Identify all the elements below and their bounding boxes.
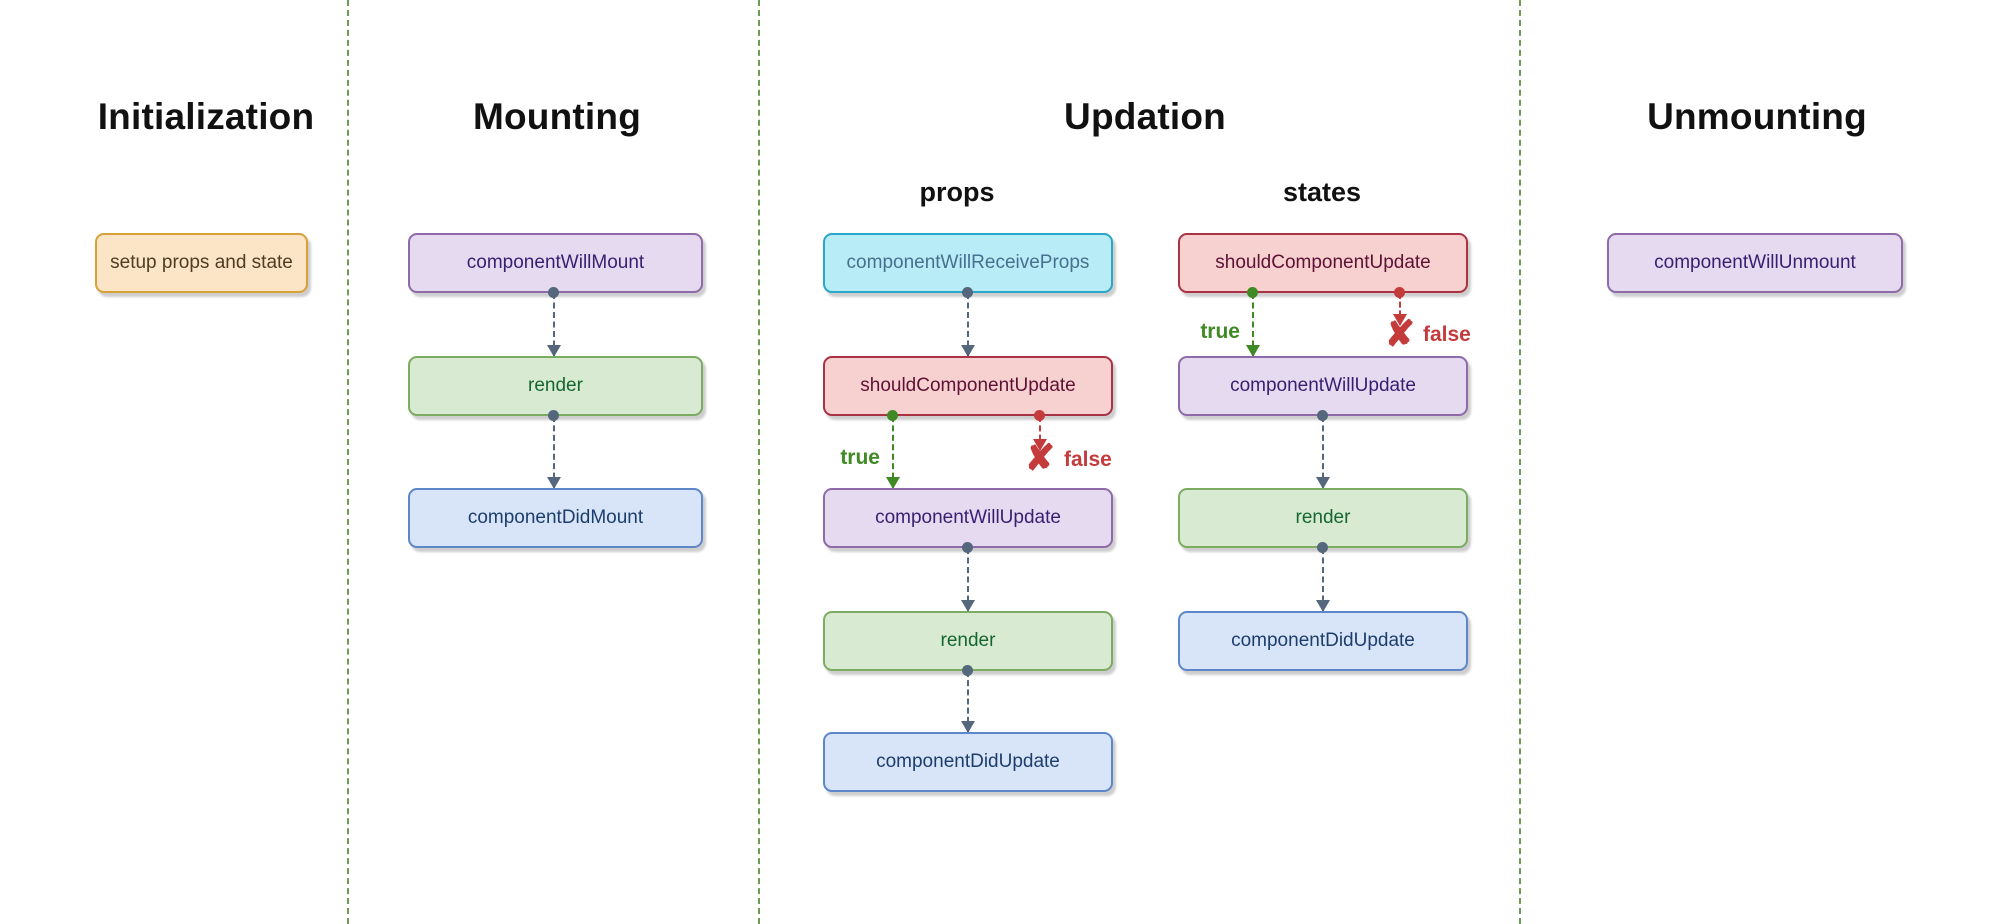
arrow-dot <box>1394 287 1405 298</box>
arrow-head <box>547 477 561 489</box>
node-label: componentWillUpdate <box>1230 375 1416 396</box>
node-shouldComponentUpdate-states: shouldComponentUpdate <box>1178 233 1468 293</box>
node-componentWillReceiveProps: componentWillReceiveProps <box>823 233 1113 293</box>
node-label: componentDidMount <box>467 507 644 528</box>
arrow-head <box>1033 439 1047 451</box>
arrow-head <box>1246 345 1260 357</box>
node-label: componentWillMount <box>466 252 645 273</box>
arrow-dot <box>548 410 559 421</box>
phase-title-mounting: Mounting <box>472 96 642 137</box>
node-label: componentWillUnmount <box>1654 252 1856 273</box>
node-label: componentWillUpdate <box>875 507 1061 528</box>
phase-title-updation: Updation <box>1064 96 1226 137</box>
arrow-head <box>961 600 975 612</box>
arrow-dot <box>887 410 898 421</box>
node-label: render <box>1295 507 1351 528</box>
node-setup-props-and-state: setup props and state <box>95 233 308 293</box>
arrow-render-to-componentDidUpdate-states <box>1316 542 1330 612</box>
node-componentDidUpdate-props: componentDidUpdate <box>823 732 1113 792</box>
branch-label-false-props: false <box>1064 448 1112 471</box>
arrow-head <box>1316 600 1330 612</box>
node-label: render <box>528 375 583 396</box>
arrow-dot <box>962 665 973 676</box>
node-label: componentWillReceiveProps <box>846 252 1090 273</box>
arrow-head <box>886 477 900 489</box>
arrow-true-branch-states <box>1246 287 1260 357</box>
false-x-icon: ✘ <box>1024 437 1056 478</box>
node-componentWillUnmount: componentWillUnmount <box>1607 233 1903 293</box>
node-componentWillUpdate-props: componentWillUpdate <box>823 488 1113 548</box>
arrow-componentWillUpdate-to-render-props <box>961 542 975 612</box>
arrow-componentWillUpdate-to-render-states <box>1316 410 1330 489</box>
arrow-head <box>1393 314 1407 326</box>
subcolumn-title-states: states <box>1282 177 1362 207</box>
node-label: shouldComponentUpdate <box>1215 252 1431 273</box>
phase-divider <box>347 0 349 924</box>
arrow-true-branch-props <box>886 410 900 489</box>
node-shouldComponentUpdate-props: shouldComponentUpdate <box>823 356 1113 416</box>
node-render-states: render <box>1178 488 1468 548</box>
arrow-render-to-componentDidUpdate-props <box>961 665 975 733</box>
arrow-head <box>547 345 561 357</box>
node-componentWillUpdate-states: componentWillUpdate <box>1178 356 1468 416</box>
node-label: componentDidUpdate <box>876 751 1060 772</box>
arrow-dot <box>962 287 973 298</box>
arrow-dot <box>1247 287 1258 298</box>
phase-divider <box>1519 0 1521 924</box>
branch-label-true-states: true <box>1200 320 1240 343</box>
branch-label-true-props: true <box>840 446 880 469</box>
arrow-dot <box>962 542 973 553</box>
arrow-false-branch-states <box>1393 287 1407 326</box>
node-label: componentDidUpdate <box>1231 630 1415 651</box>
node-label: render <box>940 630 996 651</box>
phase-divider <box>758 0 760 924</box>
arrow-head <box>1316 477 1330 489</box>
arrow-false-branch-props <box>1033 410 1047 451</box>
node-render-props: render <box>823 611 1113 671</box>
node-componentWillMount: componentWillMount <box>408 233 703 293</box>
false-x-icon: ✘ <box>1384 313 1416 354</box>
arrow-componentWillReceiveProps-to-shouldComponentUpdate <box>961 287 975 357</box>
node-componentDidUpdate-states: componentDidUpdate <box>1178 611 1468 671</box>
arrow-dot <box>1317 410 1328 421</box>
arrow-dot <box>1317 542 1328 553</box>
arrow-head <box>961 345 975 357</box>
branch-label-false-states: false <box>1423 323 1471 346</box>
arrow-dot <box>1034 410 1045 421</box>
phase-title-unmounting: Unmounting <box>1647 96 1867 137</box>
subcolumn-title-props: props <box>919 177 995 207</box>
arrow-head <box>961 721 975 733</box>
phase-title-initialization: Initialization <box>97 96 315 137</box>
node-componentDidMount: componentDidMount <box>408 488 703 548</box>
node-render-mounting: render <box>408 356 703 416</box>
arrow-componentWillMount-to-render <box>547 287 561 357</box>
node-label: setup props and state <box>110 252 293 273</box>
arrow-render-to-componentDidMount <box>547 410 561 489</box>
node-label: shouldComponentUpdate <box>860 375 1076 396</box>
arrow-dot <box>548 287 559 298</box>
